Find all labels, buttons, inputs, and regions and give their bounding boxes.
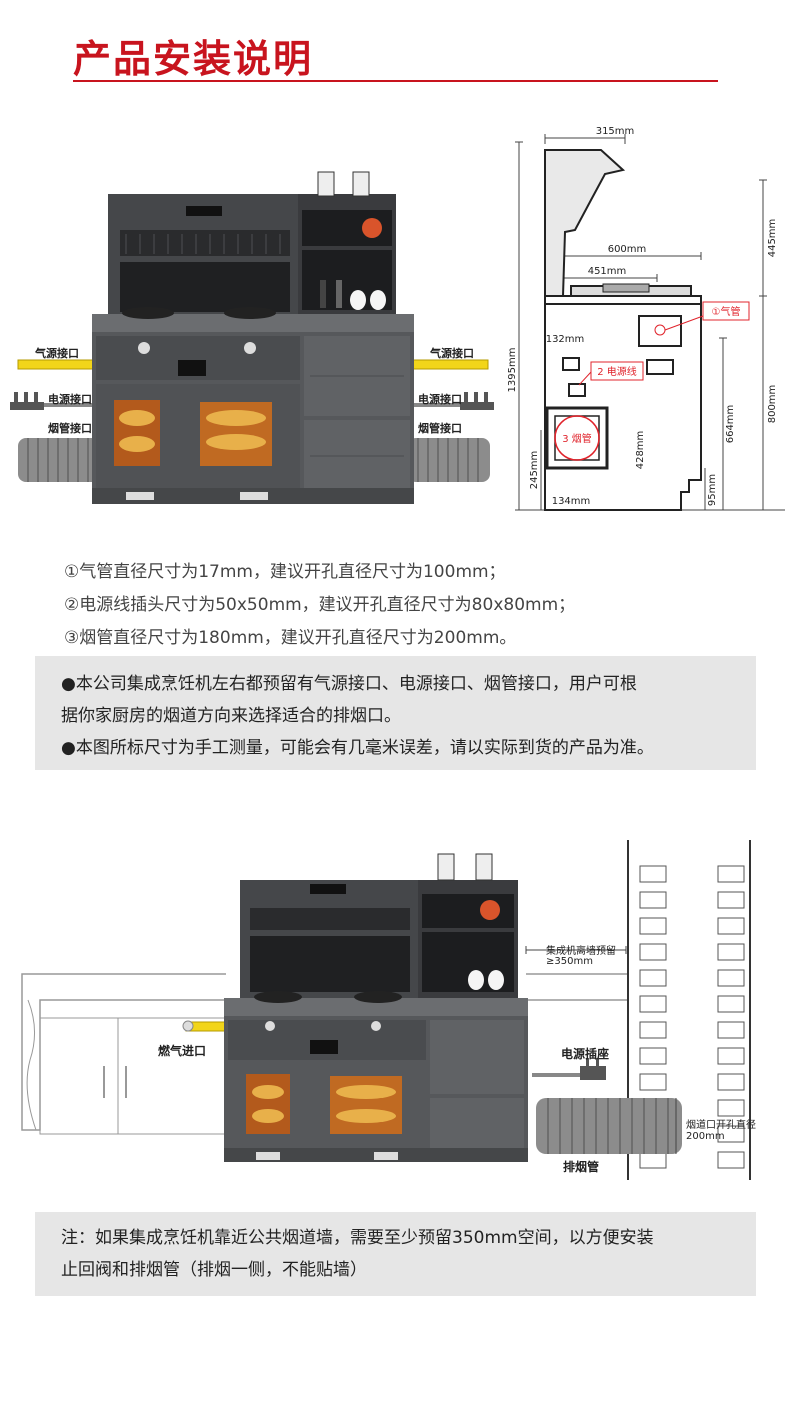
right-power-label: 电源接口 — [418, 393, 462, 406]
dim-1395: 1395mm — [507, 348, 518, 393]
wall-note-box: 注：如果集成烹饪机靠近公共烟道墙，需要至少预留350mm空间，以方便安装 止回阀… — [35, 1212, 756, 1296]
left-power-plug — [10, 392, 94, 410]
flue-hole-label: 烟道口开孔直径 — [686, 1120, 756, 1131]
side-profile-diagram: 315mm 600mm 451mm 132mm 134mm ①气管 2 电源线 … — [507, 126, 785, 511]
right-power-plug — [414, 392, 494, 410]
dim-428: 428mm — [635, 431, 646, 470]
right-flue-duct — [408, 438, 490, 482]
left-flue-duct — [18, 438, 100, 482]
wall-note-line-2: 止回阀和排烟管（排烟一侧，不能贴墙） — [61, 1260, 367, 1280]
dim-800: 800mm — [767, 385, 778, 424]
dim-445: 445mm — [767, 219, 778, 258]
right-flue-label: 烟管接口 — [418, 422, 462, 435]
title-divider — [73, 80, 718, 82]
callout-flue: 3 烟管 — [562, 432, 592, 445]
dim-134: 134mm — [552, 496, 591, 507]
gas-inlet-label: 燃气进口 — [158, 1044, 207, 1058]
dim-600: 600mm — [608, 244, 647, 255]
dim-245: 245mm — [529, 451, 540, 490]
info-line-2: 据你家厨房的烟道方向来选择适合的排烟口。 — [61, 706, 401, 726]
exhaust-label: 排烟管 — [563, 1160, 600, 1174]
left-gas-label: 气源接口 — [35, 347, 79, 360]
dim-132: 132mm — [546, 334, 585, 345]
callout-gas: ①气管 — [712, 305, 741, 318]
note-power: ②电源线插头尺寸为50x50mm，建议开孔直径尺寸为80x80mm； — [64, 595, 576, 615]
info-box: ●本公司集成烹饪机左右都预留有气源接口、电源接口、烟管接口，用户可根 据你家厨房… — [35, 656, 756, 770]
left-flue-label: 烟管接口 — [48, 422, 92, 435]
right-gas-pipe — [411, 359, 489, 370]
appliance-front-diagram — [10, 171, 494, 504]
callout-power: 2 电源线 — [597, 365, 637, 378]
note-flue: ③烟管直径尺寸为180mm，建议开孔直径尺寸为200mm。 — [64, 628, 517, 648]
right-gas-label: 气源接口 — [430, 347, 474, 360]
flue-hole-value: 200mm — [686, 1131, 725, 1142]
dim-451: 451mm — [588, 266, 627, 277]
info-line-3: ●本图所标尺寸为手工测量，可能会有几毫米误差，请以实际到货的产品为准。 — [61, 738, 654, 758]
installation-diagram — [21, 840, 751, 1180]
info-line-1: ●本公司集成烹饪机左右都预留有气源接口、电源接口、烟管接口，用户可根 — [61, 674, 637, 694]
note-gas: ①气管直径尺寸为17mm，建议开孔直径尺寸为100mm； — [64, 562, 506, 582]
left-power-label: 电源接口 — [48, 393, 92, 406]
dim-95: 95mm — [707, 474, 718, 506]
dim-315: 315mm — [596, 126, 635, 137]
left-gas-pipe — [17, 359, 97, 370]
dim-664: 664mm — [725, 405, 736, 444]
clearance-label: 集成机离墙预留 — [546, 946, 616, 957]
wall-note-line-1: 注：如果集成烹饪机靠近公共烟道墙，需要至少预留350mm空间，以方便安装 — [61, 1228, 654, 1248]
clearance-value: ≥350mm — [546, 956, 593, 967]
page-title: 产品安装说明 — [73, 37, 314, 81]
socket-label: 电源插座 — [561, 1047, 610, 1061]
